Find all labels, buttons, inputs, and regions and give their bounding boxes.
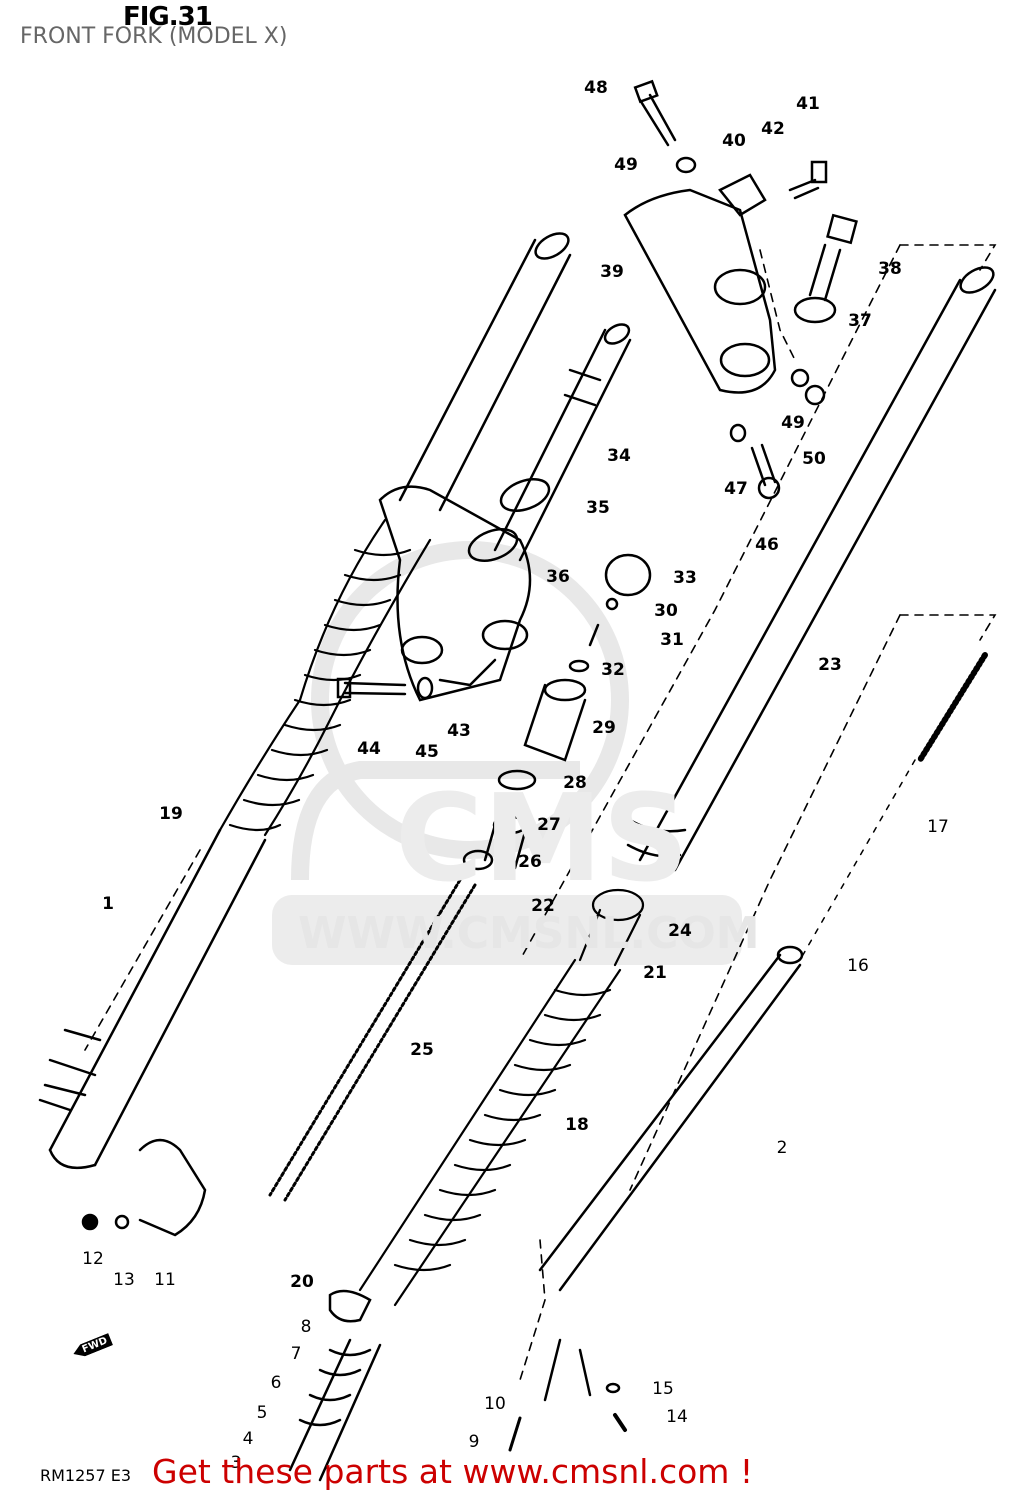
callout-3: 3 bbox=[230, 1453, 242, 1473]
left-boot bbox=[218, 518, 432, 837]
callout-27: 27 bbox=[537, 815, 561, 835]
callout-29: 29 bbox=[592, 718, 616, 738]
steering-stem bbox=[493, 328, 632, 562]
callout-15: 15 bbox=[652, 1379, 674, 1399]
callout-47: 47 bbox=[724, 479, 748, 499]
callout-25: 25 bbox=[410, 1040, 434, 1060]
right-boot bbox=[358, 888, 645, 1307]
callout-34: 34 bbox=[607, 446, 631, 466]
callout-32: 32 bbox=[601, 660, 625, 680]
callout-22: 22 bbox=[531, 896, 555, 916]
callout-19: 19 bbox=[159, 804, 183, 824]
callout-44: 44 bbox=[357, 739, 381, 759]
callout-49b: 49 bbox=[781, 413, 805, 433]
callout-46: 46 bbox=[755, 535, 779, 555]
callout-12: 12 bbox=[82, 1249, 104, 1269]
callout-35: 35 bbox=[586, 498, 610, 518]
callout-9: 9 bbox=[468, 1432, 480, 1452]
figure-number: FIG.31 bbox=[123, 2, 213, 32]
callout-49a: 49 bbox=[614, 155, 638, 175]
callout-31: 31 bbox=[660, 630, 684, 650]
callout-23: 23 bbox=[818, 655, 842, 675]
callout-5: 5 bbox=[256, 1403, 268, 1423]
callout-26: 26 bbox=[518, 852, 542, 872]
callout-21: 21 bbox=[643, 963, 667, 983]
callout-6: 6 bbox=[270, 1373, 282, 1393]
right-inner-tube bbox=[638, 278, 997, 872]
callout-7: 7 bbox=[290, 1344, 302, 1364]
callout-1: 1 bbox=[102, 894, 114, 914]
drawing-code: RM1257 E3 bbox=[40, 1466, 132, 1485]
promo-link-text[interactable]: Get these parts at www.cmsnl.com ! bbox=[152, 1452, 754, 1491]
callout-8: 8 bbox=[300, 1317, 312, 1337]
callout-37: 37 bbox=[848, 311, 872, 331]
callout-24: 24 bbox=[668, 921, 692, 941]
callout-50: 50 bbox=[802, 449, 826, 469]
callout-45: 45 bbox=[415, 742, 439, 762]
callout-10: 10 bbox=[484, 1394, 506, 1414]
callout-48: 48 bbox=[584, 78, 608, 98]
callout-41: 41 bbox=[796, 94, 820, 114]
watermark-logo-text: CMS bbox=[395, 770, 689, 909]
callout-36: 36 bbox=[546, 567, 570, 587]
callout-28: 28 bbox=[563, 773, 587, 793]
callout-4: 4 bbox=[242, 1429, 254, 1449]
callout-33: 33 bbox=[673, 568, 697, 588]
callout-2: 2 bbox=[776, 1138, 788, 1158]
callout-42: 42 bbox=[761, 119, 785, 139]
callout-16: 16 bbox=[847, 956, 869, 976]
right-outer-tube bbox=[538, 953, 802, 1292]
callout-14: 14 bbox=[666, 1407, 688, 1427]
top-bracket bbox=[623, 188, 777, 394]
fork-spring bbox=[917, 652, 988, 763]
callout-18: 18 bbox=[565, 1115, 589, 1135]
figure-title: FRONT FORK (MODEL X) bbox=[20, 24, 288, 49]
left-inner-tube bbox=[398, 238, 572, 512]
watermark-url: WWW.CMSNL.COM bbox=[298, 908, 760, 959]
callout-38: 38 bbox=[878, 259, 902, 279]
callout-43: 43 bbox=[447, 721, 471, 741]
callout-39: 39 bbox=[600, 262, 624, 282]
callout-17: 17 bbox=[927, 817, 949, 837]
left-outer-tube bbox=[48, 828, 267, 1167]
callout-30: 30 bbox=[654, 601, 678, 621]
callout-20: 20 bbox=[290, 1272, 314, 1292]
callout-40: 40 bbox=[722, 131, 746, 151]
fork-drawing bbox=[38, 79, 997, 1482]
damper-spring bbox=[268, 878, 477, 1202]
callout-13: 13 bbox=[113, 1270, 135, 1290]
callout-11: 11 bbox=[154, 1270, 176, 1290]
